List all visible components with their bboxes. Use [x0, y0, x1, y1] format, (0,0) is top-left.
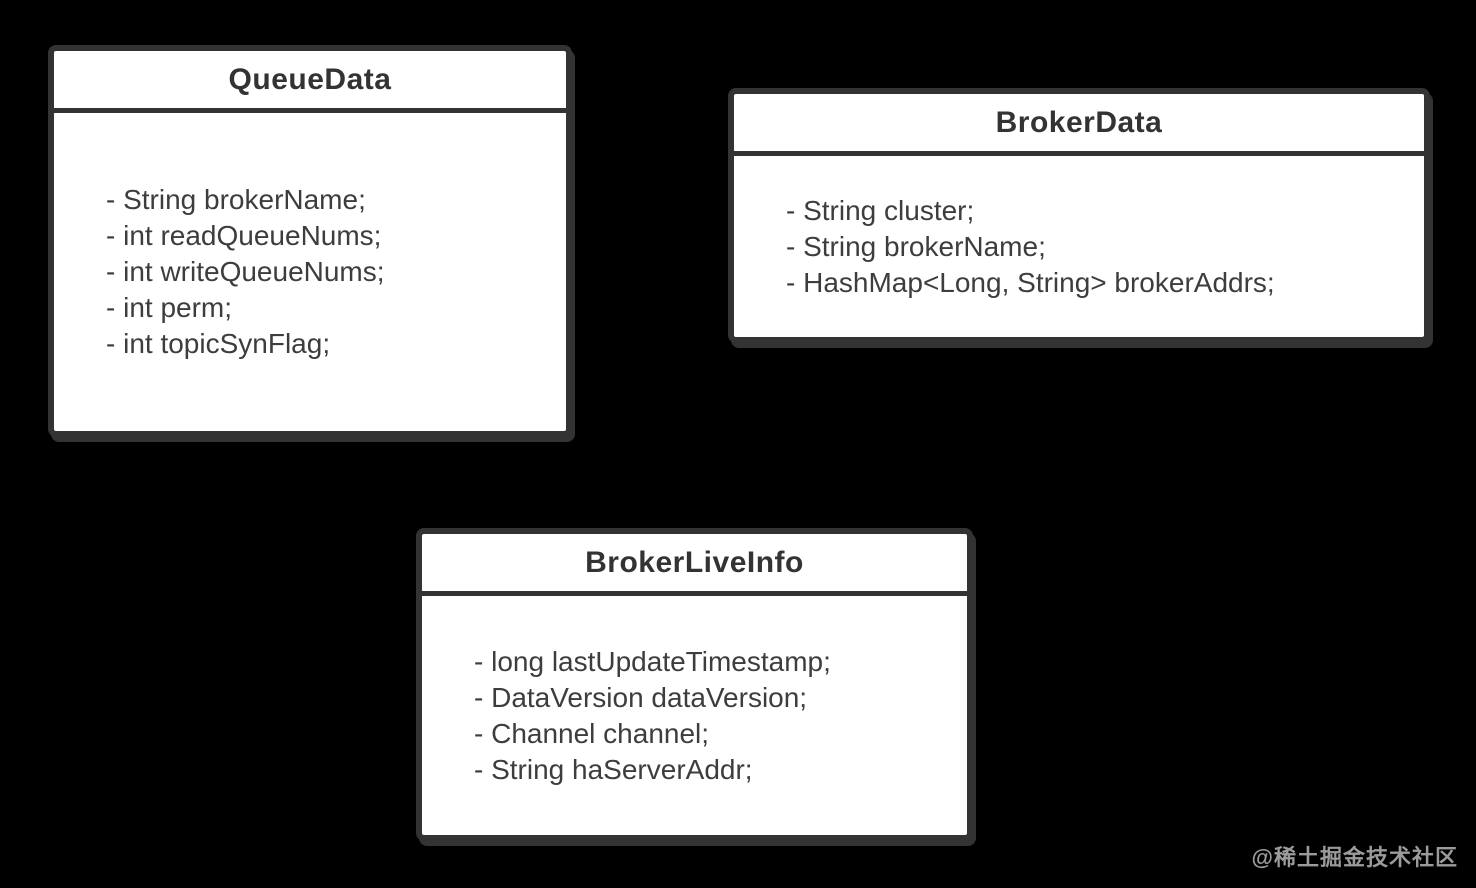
class-fields-brokerdata: - String cluster; - String brokerName; -…: [734, 156, 1424, 337]
field-row: - String brokerName;: [106, 184, 366, 215]
class-title-brokerliveinfo: BrokerLiveInfo: [422, 534, 967, 596]
field-row: - Channel channel;: [474, 717, 710, 749]
class-title-queuedata: QueueData: [54, 51, 566, 113]
field-row: - HashMap<Long, String> brokerAddrs;: [786, 266, 1275, 298]
class-box-brokerliveinfo: BrokerLiveInfo - long lastUpdateTimestam…: [416, 528, 973, 841]
field-row: - int writeQueueNums;: [106, 256, 385, 287]
class-fields-queuedata: - String brokerName; - int readQueueNums…: [54, 113, 566, 431]
field-row: - String brokerName;: [786, 230, 1046, 262]
field-row: - long lastUpdateTimestamp;: [474, 645, 831, 677]
class-title-brokerdata: BrokerData: [734, 94, 1424, 156]
field-row: - String haServerAddr;: [474, 753, 753, 785]
field-row: - String cluster;: [786, 194, 975, 226]
class-box-queuedata: QueueData - String brokerName; - int rea…: [48, 45, 572, 437]
class-box-brokerdata: BrokerData - String cluster; - String br…: [728, 88, 1430, 343]
field-row: - DataVersion dataVersion;: [474, 681, 808, 713]
field-row: - int topicSynFlag;: [106, 328, 331, 359]
watermark: @稀土掘金技术社区: [1251, 845, 1458, 870]
field-row: - int readQueueNums;: [106, 220, 382, 251]
class-fields-brokerliveinfo: - long lastUpdateTimestamp; - DataVersio…: [422, 596, 967, 835]
field-row: - int perm;: [106, 292, 233, 323]
